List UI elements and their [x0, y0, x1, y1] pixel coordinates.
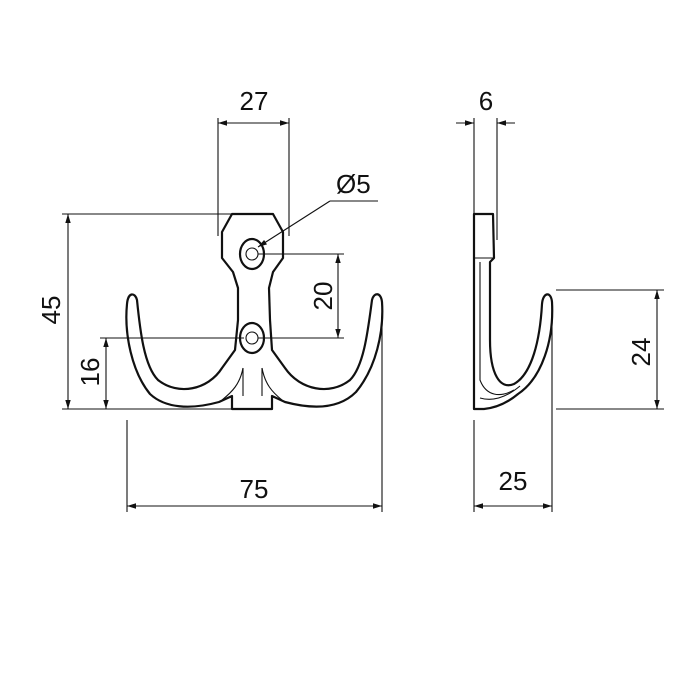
side-inner-line	[479, 385, 521, 400]
dim-label-20: 20	[308, 282, 338, 311]
dimension-hole-spacing: 20	[258, 253, 344, 339]
side-inner-line	[479, 262, 515, 396]
hook-body-outline	[125, 212, 384, 411]
base-inner-line	[221, 367, 244, 401]
base-inner-line	[261, 367, 283, 401]
side-hook-outline	[472, 212, 554, 411]
dim-label-27: 27	[240, 86, 269, 116]
dim-label-75: 75	[240, 474, 269, 504]
dimension-depth: 25	[473, 300, 553, 512]
dimension-hole-diameter: Ø5	[257, 169, 378, 248]
dim-label-6: 6	[479, 86, 493, 116]
dimension-hook-height: 24	[556, 289, 664, 410]
front-view: 27 Ø5 20 45 16	[36, 86, 384, 512]
dimension-total-height: 45	[36, 213, 232, 410]
dim-label-45: 45	[36, 296, 66, 325]
dimension-thickness: 6	[456, 86, 515, 240]
dimension-lower-hole-height: 16	[75, 337, 244, 409]
dimension-top-width: 27	[217, 86, 290, 236]
dim-label-16: 16	[75, 358, 105, 387]
dim-label-25: 25	[499, 466, 528, 496]
dim-label-24: 24	[626, 338, 656, 367]
side-view: 6 24 25	[456, 86, 664, 512]
dim-label-diameter: Ø5	[336, 169, 371, 199]
dimension-total-width: 75	[126, 316, 383, 512]
